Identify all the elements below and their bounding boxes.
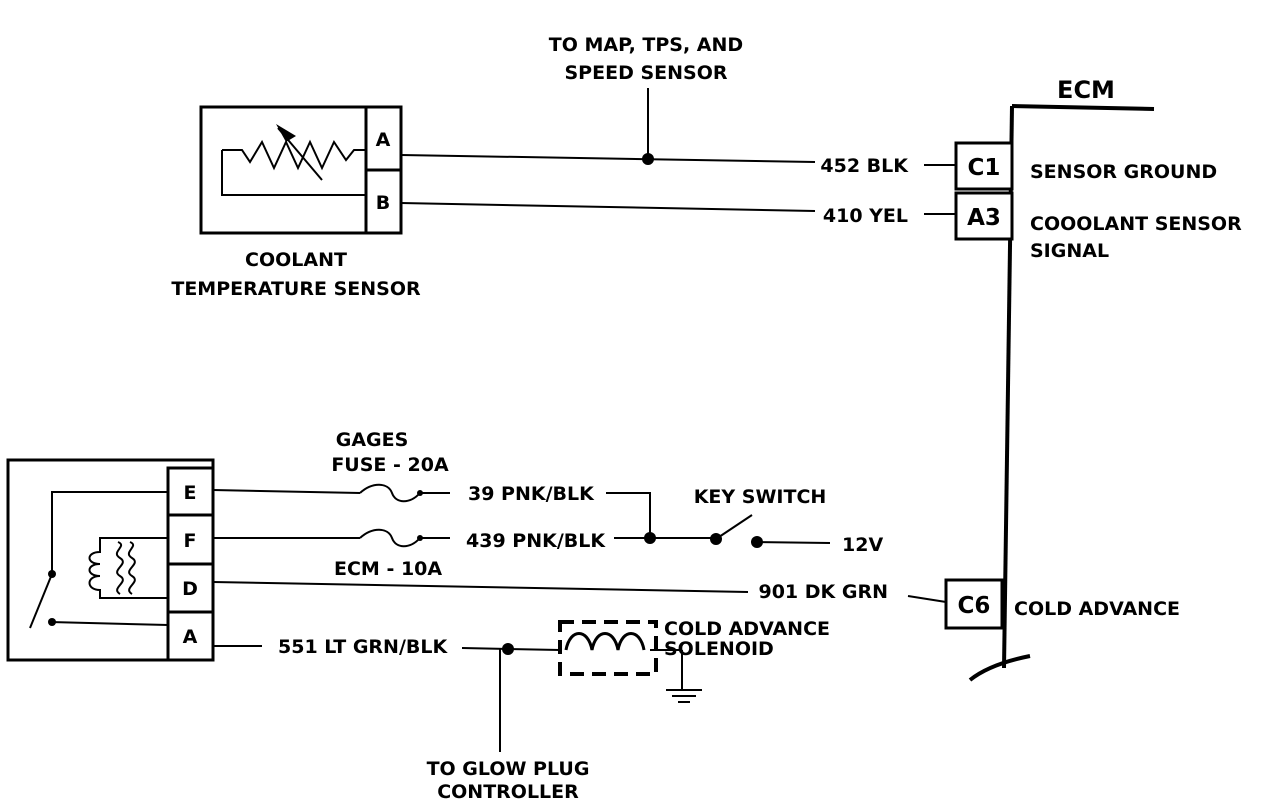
wire-410-label: 410 YEL xyxy=(823,205,908,227)
relay-switch-wire xyxy=(51,491,168,572)
relay-a-wire xyxy=(49,621,169,626)
relay-module: E F D A xyxy=(6,458,215,662)
relay-pin-d: D xyxy=(182,578,198,600)
splice-dot-3 xyxy=(502,643,514,655)
v12-label: 12V xyxy=(842,534,883,556)
relay-heater-icon xyxy=(115,541,124,595)
splice-dot xyxy=(642,153,654,165)
ecm-pin-c6: C6 xyxy=(958,593,991,619)
key-switch-arm xyxy=(715,514,753,540)
wire-39-to-splice xyxy=(606,492,651,538)
ecm-pin-c1: C1 xyxy=(968,155,1001,181)
cold-advance-solenoid: COLD ADVANCE SOLENOID xyxy=(558,618,830,703)
coolant-signal-label-line1: COOOLANT SENSOR xyxy=(1030,213,1242,235)
wire-12v xyxy=(756,541,831,544)
wire-39-label: 39 PNK/BLK xyxy=(468,483,595,505)
coolant-signal-label-line2: SIGNAL xyxy=(1030,240,1109,262)
sensor-pin-b-box xyxy=(364,168,403,235)
solenoid-label-line2: SOLENOID xyxy=(664,638,774,660)
solenoid-dashed-box xyxy=(558,620,658,676)
ecm-bottom-break xyxy=(968,654,1031,682)
relay-heater-icon-2 xyxy=(127,541,136,595)
solenoid-coil-icon xyxy=(564,632,646,651)
coolant-temp-label-line2: TEMPERATURE SENSOR xyxy=(171,278,421,300)
sensor-inner-wire xyxy=(221,150,366,196)
ecm-fuse-icon xyxy=(359,528,421,548)
sensor-pin-b: B xyxy=(376,192,390,214)
thermistor-icon xyxy=(222,139,366,171)
relay-pin-a: A xyxy=(183,626,198,648)
sensor-ground-label: SENSOR GROUND xyxy=(1030,161,1217,183)
wire-452-blk xyxy=(400,154,816,163)
ecm-pin-c1-box xyxy=(954,141,1014,191)
relay-pin-e: E xyxy=(184,482,197,504)
ecm-label: ECM xyxy=(1057,76,1115,104)
ecm-pin-a3-box xyxy=(954,191,1014,241)
map-tps-label-line1: TO MAP, TPS, AND xyxy=(549,34,743,56)
relay-switch-arm xyxy=(29,573,53,629)
map-tps-label-line2: SPEED SENSOR xyxy=(565,62,728,84)
wire-452-label: 452 BLK xyxy=(820,155,909,177)
wire-551-label: 551 LT GRN/BLK xyxy=(278,636,448,658)
wire-e xyxy=(212,489,361,494)
cold-advance-label: COLD ADVANCE xyxy=(1014,598,1180,620)
relay-pin-d-box xyxy=(166,562,215,614)
wire-439-label: 439 PNK/BLK xyxy=(466,530,606,552)
coolant-temperature-sensor: A B COOLANT TEMPERATURE SENSOR xyxy=(171,105,421,300)
coolant-temp-label-line1: COOLANT xyxy=(245,249,347,271)
wire-901-label: 901 DK GRN xyxy=(758,581,888,603)
relay-pin-f: F xyxy=(184,530,197,552)
gages-fuse-icon xyxy=(359,483,421,503)
relay-pin-e-box xyxy=(166,466,215,517)
glow-label-line2: CONTROLLER xyxy=(437,781,579,800)
key-switch-label: KEY SWITCH xyxy=(694,486,827,508)
wire-901-ecm-stub xyxy=(907,595,947,603)
solenoid-label-line1: COLD ADVANCE xyxy=(664,618,830,640)
sensor-pin-a: A xyxy=(376,129,391,151)
relay-contact-2 xyxy=(48,618,56,626)
ecm-fuse-label: ECM - 10A xyxy=(334,558,442,580)
gages-fuse-label-line2: FUSE - 20A xyxy=(331,454,449,476)
ecm-pin-c6-box xyxy=(944,578,1004,630)
wire-901-dk-grn xyxy=(212,581,749,593)
splice-dot-2 xyxy=(644,532,656,544)
thermistor-arrowhead xyxy=(276,124,296,142)
relay-pin-a-box xyxy=(166,610,215,662)
relay-coil-icon xyxy=(88,537,168,599)
ecm: ECM C1 A3 C6 SENSOR GROUND COOOLANT SENS… xyxy=(944,76,1242,682)
glow-label-line1: TO GLOW PLUG xyxy=(427,758,590,780)
wire-410-yel xyxy=(400,202,816,212)
ecm-top-line xyxy=(1011,104,1155,111)
gages-fuse-label-line1: GAGES xyxy=(336,429,409,451)
ecm-pin-a3: A3 xyxy=(967,205,1001,231)
